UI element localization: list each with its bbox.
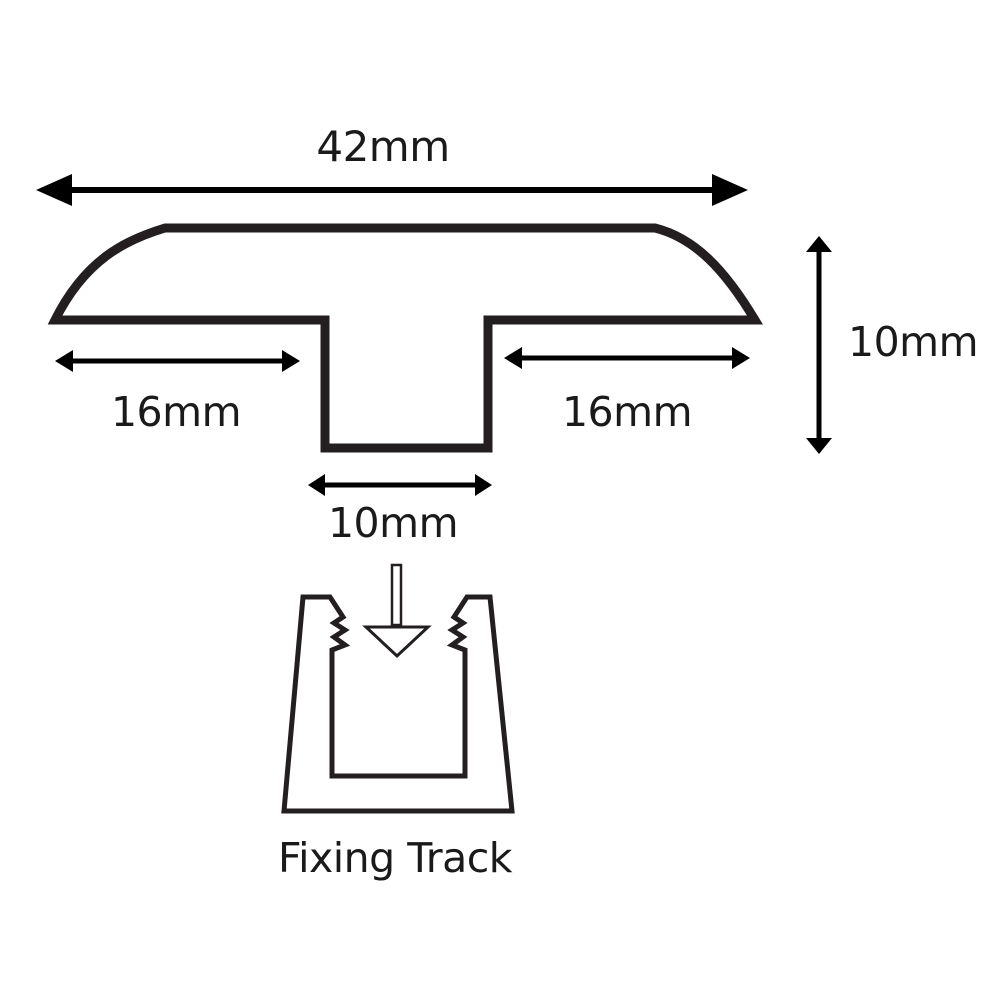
t-profile-outline <box>47 223 763 453</box>
fixing-track-outline <box>281 594 515 814</box>
dimension-arrow-right-16mm <box>504 347 750 369</box>
dimension-arrow-stem-10mm <box>308 474 492 496</box>
dimension-arrow-height-10mm <box>806 236 832 454</box>
label-height: 10mm <box>848 318 979 366</box>
label-fixing-track: Fixing Track <box>278 834 512 882</box>
label-left-wing: 16mm <box>110 388 242 436</box>
label-right-wing: 16mm <box>561 388 693 436</box>
label-stem-width: 10mm <box>327 499 459 547</box>
dimension-arrow-42mm <box>36 174 748 206</box>
dimension-arrow-left-16mm <box>55 350 300 372</box>
arrow-down-icon <box>362 563 432 659</box>
label-overall-width: 42mm <box>316 122 450 171</box>
